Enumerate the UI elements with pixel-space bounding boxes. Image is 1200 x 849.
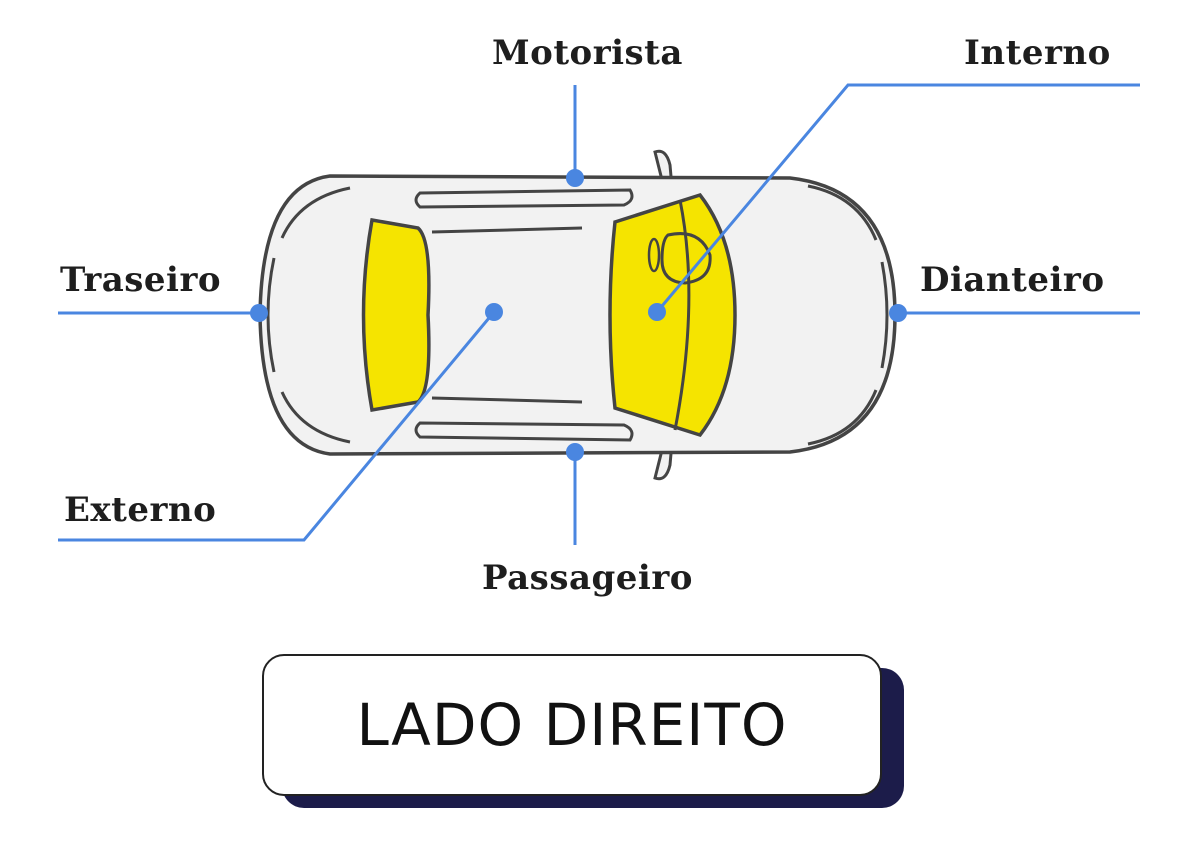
sensor-oval: [647, 237, 661, 273]
label-dianteiro: Dianteiro: [920, 260, 1105, 300]
side-window-bottom: [414, 421, 634, 442]
dot-traseiro: [250, 304, 268, 322]
label-motorista: Motorista: [492, 33, 683, 73]
side-window-top: [414, 188, 634, 209]
car-body: [258, 174, 897, 456]
side-badge: LADO DIREITO: [262, 654, 882, 796]
leader-line-interno: [655, 83, 1140, 313]
windshield-wiper: [673, 199, 691, 431]
windshield: [608, 192, 737, 438]
label-externo: Externo: [64, 490, 217, 530]
label-traseiro: Traseiro: [60, 260, 222, 300]
dot-externo: [485, 303, 503, 321]
dot-dianteiro: [889, 304, 907, 322]
dot-motorista: [566, 169, 584, 187]
wheel-arch-rear-top: [280, 186, 351, 239]
wheel-arch-front-top: [807, 184, 878, 241]
dot-passageiro: [566, 443, 584, 461]
rear-bumper: [266, 257, 276, 373]
label-interno: Interno: [964, 33, 1111, 73]
rearview-mirror-mount: [660, 232, 712, 285]
front-bumper: [880, 261, 889, 369]
wheel-arch-rear-bottom: [280, 391, 351, 444]
leader-line-externo: [58, 311, 496, 542]
dot-interno: [648, 303, 666, 321]
roof-line-bottom: [431, 396, 583, 404]
label-passageiro: Passageiro: [482, 558, 693, 598]
roof-line-top: [431, 226, 583, 234]
side-badge-text: LADO DIREITO: [356, 691, 788, 759]
wheel-arch-front-bottom: [807, 389, 878, 446]
rear-window: [361, 217, 431, 413]
